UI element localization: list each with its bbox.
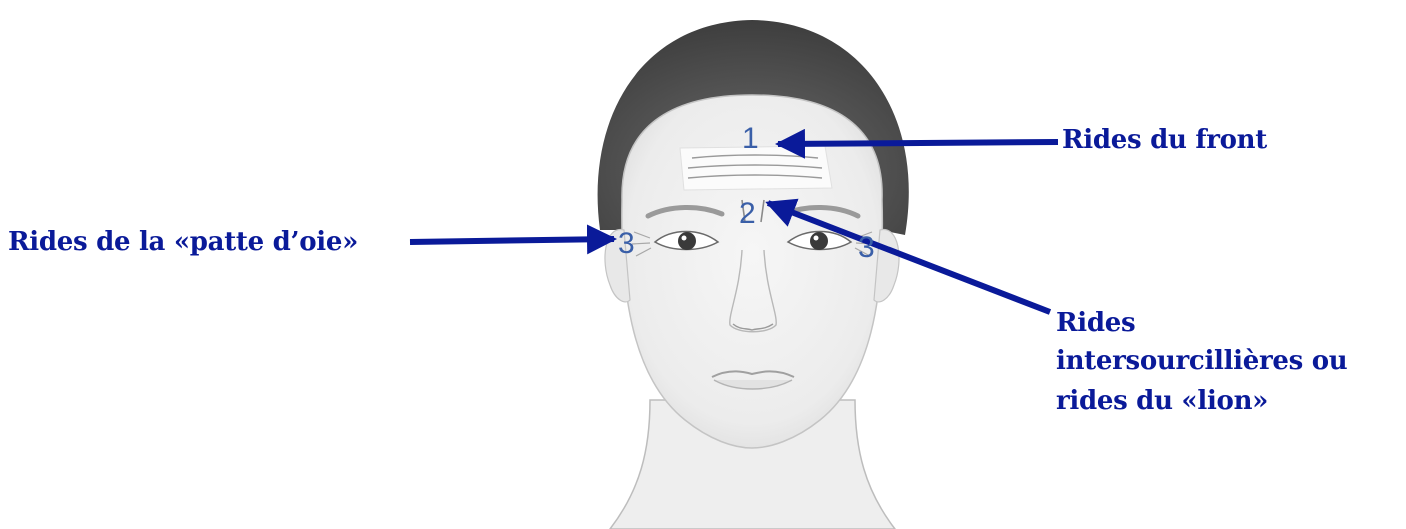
marker-zone-3-left: 3	[618, 229, 635, 259]
label-lion-line-3: rides du «lion»	[1056, 384, 1268, 418]
marker-zone-2: 2	[739, 199, 756, 229]
label-rides-du-front: Rides du front	[1062, 123, 1267, 157]
arrow-front	[778, 142, 1058, 144]
arrow-patte-oie	[410, 239, 614, 242]
marker-zone-1: 1	[742, 124, 759, 154]
label-lion-line-1: Rides	[1056, 306, 1135, 340]
marker-zone-3-right: 3	[858, 233, 875, 263]
label-patte-oie: Rides de la «patte d’oie»	[8, 225, 358, 259]
label-lion-line-2: intersourcillières ou	[1056, 344, 1347, 378]
